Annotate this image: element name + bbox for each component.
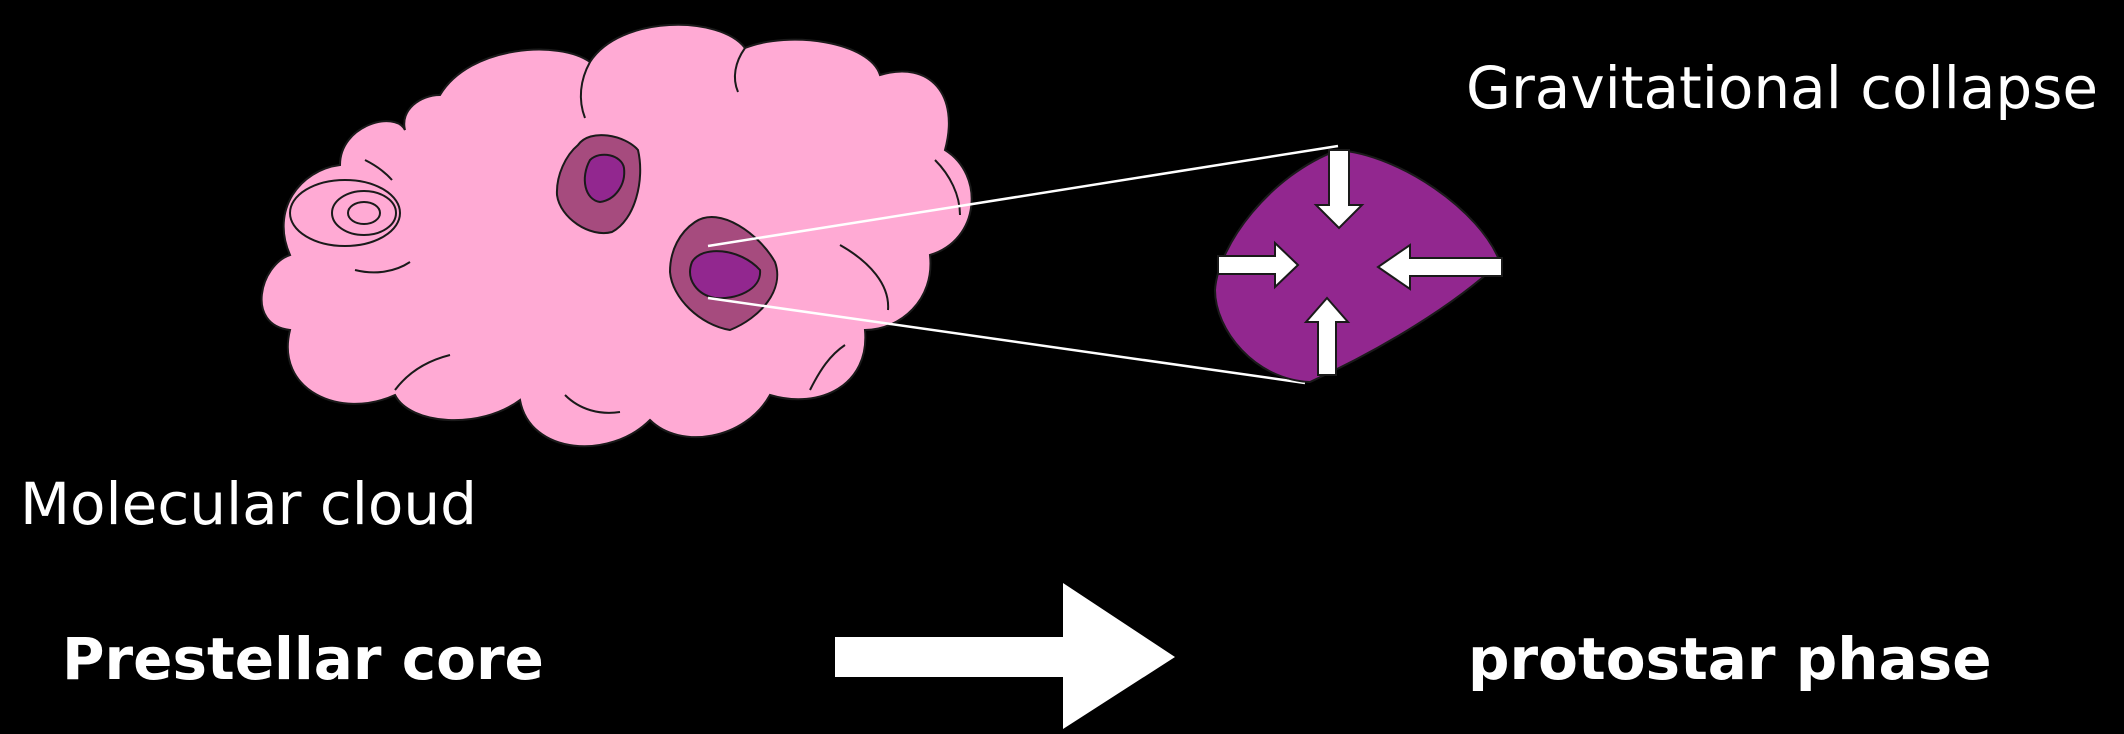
prestellar-core-label: Prestellar core bbox=[62, 625, 544, 693]
gravitational-collapse-label: Gravitational collapse bbox=[1466, 54, 2098, 122]
small-core-inner bbox=[348, 202, 380, 224]
protostar-phase-label: protostar phase bbox=[1468, 625, 1992, 693]
molecular-cloud-label: Molecular cloud bbox=[20, 470, 477, 538]
